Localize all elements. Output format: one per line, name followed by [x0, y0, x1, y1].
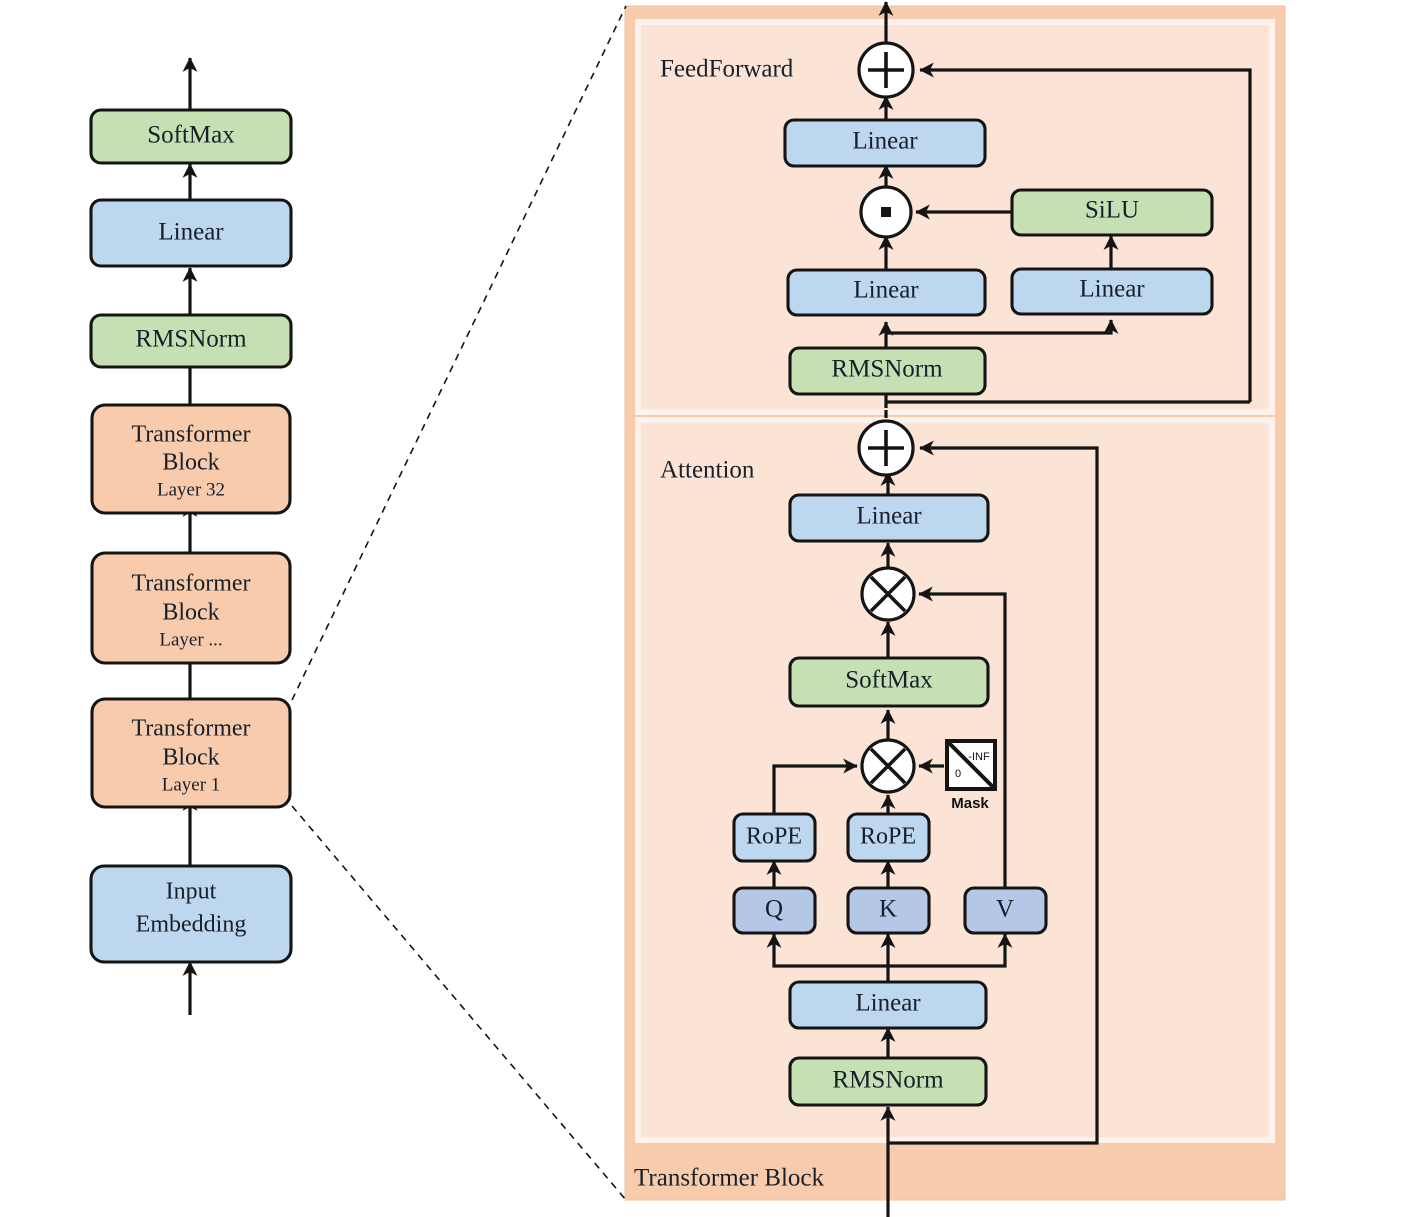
node-linear-label: Linear [158, 219, 224, 246]
exploded-view-connectors [291, 5, 627, 1201]
node-embedding-label-line1: Input [166, 879, 217, 905]
dashed-connector-top [291, 5, 627, 701]
node-v-label: V [996, 896, 1014, 923]
node-attn-linear-in-label: Linear [855, 990, 921, 1017]
node-transformer-block-1[interactable]: Transformer Layer 1 [90, 697, 292, 809]
detail-panel-outer-label: Transformer Block [634, 1165, 825, 1192]
node-ff-linear-gate[interactable]: Linear [786, 268, 987, 317]
node-linear[interactable]: Linear [89, 198, 293, 268]
mask-caption: Mask [951, 795, 989, 812]
attention-nodes: Linear SoftMax -INF 0 Mask RoPE Ro [732, 419, 1048, 1107]
node-block1-sublabel: Layer 1 [162, 774, 221, 795]
dashed-connector-bottom [291, 805, 627, 1201]
node-attn-softmax[interactable]: SoftMax [788, 656, 990, 708]
attention-section-title: Attention [660, 457, 755, 484]
op-matmul-qk[interactable] [860, 738, 916, 794]
node-v[interactable]: V [963, 886, 1048, 935]
node-input-embedding[interactable]: Input Embedding [89, 864, 293, 964]
op-multiply-elementwise[interactable] [859, 185, 913, 239]
node-ff-linear-out-label: Linear [852, 128, 918, 155]
wire-attn-residual [888, 440, 1099, 1145]
feedforward-nodes: Linear SiLU Linear Linear RMSNorm [783, 41, 1214, 396]
node-softmax[interactable]: SoftMax [89, 108, 293, 165]
node-ff-linear-up-label: Linear [1079, 276, 1145, 303]
op-add-feedforward[interactable] [857, 41, 915, 99]
node-q-label: Q [765, 896, 783, 923]
node-ff-rmsnorm[interactable]: RMSNorm [788, 346, 987, 396]
node-softmax-label: SoftMax [147, 122, 235, 149]
feedforward-section-title: FeedForward [660, 56, 794, 83]
node-rope-q-label: RoPE [746, 824, 802, 850]
mask-icon[interactable]: -INF 0 Mask [945, 739, 997, 812]
node-ff-silu-label: SiLU [1085, 197, 1139, 224]
node-blockdots-label-line1: Transformer [131, 571, 250, 597]
node-q[interactable]: Q [732, 886, 817, 935]
node-block1-label-line1: Transformer [131, 716, 250, 742]
node-attn-rmsnorm-label: RMSNorm [832, 1067, 944, 1094]
node-attn-rmsnorm[interactable]: RMSNorm [788, 1056, 988, 1107]
wire-linearin-to-v [888, 933, 1013, 968]
node-rmsnorm[interactable]: RMSNorm [89, 313, 293, 369]
node-ff-linear-gate-label: Linear [853, 277, 919, 304]
wire-ropeq-to-matmul1 [772, 758, 858, 814]
node-rope-q[interactable]: RoPE [732, 812, 817, 863]
node-blockdots-sublabel: Layer ... [159, 629, 222, 650]
mask-upper-label: -INF [968, 751, 990, 763]
left-stack-boxes: SoftMax Linear RMSNorm Transformer Layer… [89, 108, 293, 964]
wire-ff-residual [919, 62, 1252, 402]
node-transformer-block-32[interactable]: Transformer Layer 32 [90, 403, 292, 515]
left-stack-block-secondary-lines: Block Block Block [162, 450, 219, 771]
attention-wires [766, 410, 1099, 1217]
node-attn-linear-out-label: Linear [856, 503, 922, 530]
op-add-attention[interactable] [857, 419, 915, 477]
op-matmul-attn-values[interactable] [860, 566, 916, 622]
wire-linearin-to-q [766, 933, 888, 968]
node-block32-label-line2: Block [162, 450, 219, 476]
node-attn-softmax-label: SoftMax [845, 667, 933, 694]
wire-ff-rmsnorm-to-linear2 [886, 319, 1119, 335]
node-block32-sublabel: Layer 32 [157, 479, 225, 500]
node-attn-linear-out[interactable]: Linear [788, 493, 990, 543]
node-k[interactable]: K [846, 886, 931, 935]
node-ff-linear-up[interactable]: Linear [1010, 267, 1214, 316]
node-ff-rmsnorm-label: RMSNorm [831, 356, 943, 383]
node-blockdots-label-line2: Block [162, 600, 219, 626]
node-attn-linear-in[interactable]: Linear [788, 980, 988, 1030]
node-rmsnorm-label: RMSNorm [135, 326, 247, 353]
node-rope-k[interactable]: RoPE [846, 812, 931, 863]
node-block1-label-line2: Block [162, 745, 219, 771]
node-block32-label-line1: Transformer [131, 422, 250, 448]
node-ff-linear-out[interactable]: Linear [783, 118, 987, 168]
node-ff-silu[interactable]: SiLU [1010, 188, 1214, 237]
node-embedding-label-line2: Embedding [136, 912, 247, 938]
node-k-label: K [879, 896, 897, 923]
wire-v-to-matmul2 [918, 586, 1007, 888]
mask-lower-label: 0 [955, 768, 961, 780]
node-rope-k-label: RoPE [860, 824, 916, 850]
dot-glyph [881, 207, 891, 217]
node-transformer-block-dots[interactable]: Transformer Layer ... [90, 551, 292, 665]
